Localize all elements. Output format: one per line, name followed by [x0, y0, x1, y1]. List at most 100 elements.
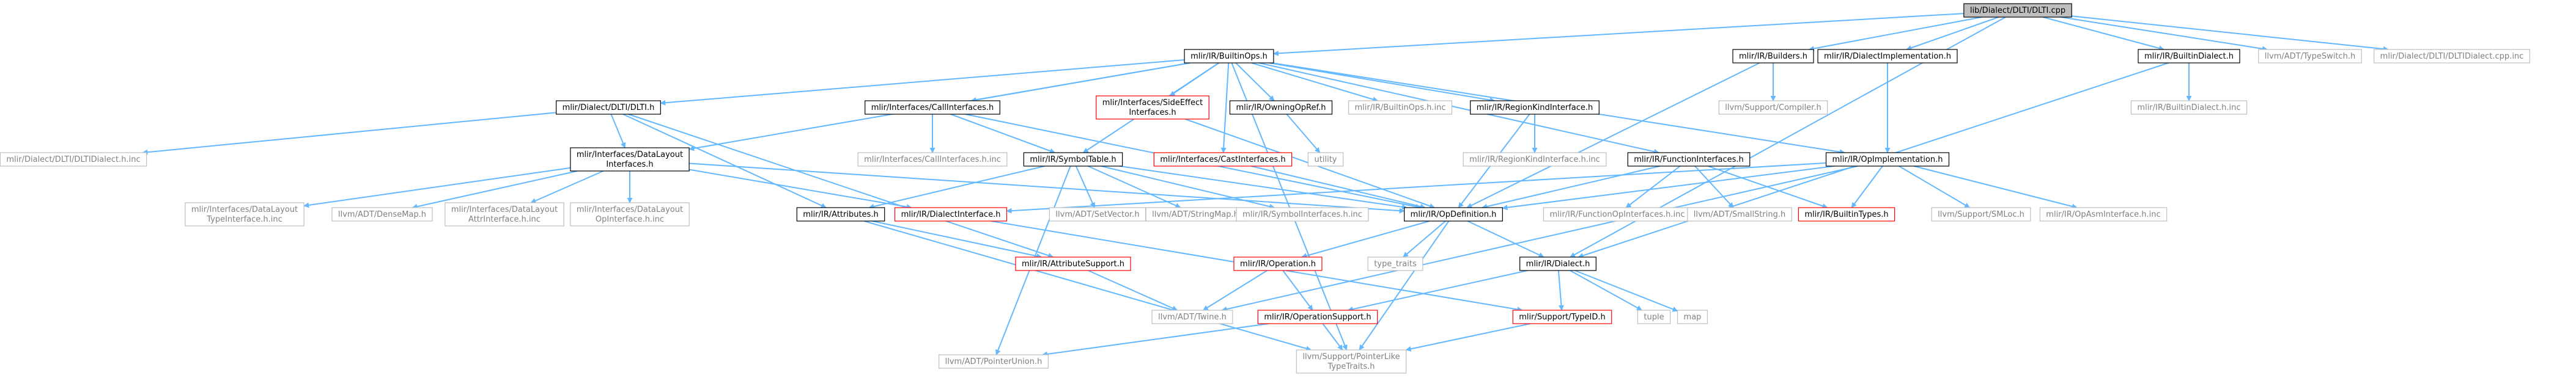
node-label: mlir/IR/BuiltinOps.h.inc [1355, 103, 1446, 112]
node-label: mlir/Interfaces/DataLayout [577, 150, 683, 159]
node-n26: mlir/Interfaces/DataLayoutAttrInterface.… [445, 202, 564, 227]
node-box [2258, 49, 2362, 64]
edge-n33-n49 [1359, 220, 1450, 351]
edge-n1-n11 [1251, 62, 1379, 102]
edge-n7-n16 [610, 114, 626, 148]
node-box [570, 202, 690, 227]
dependency-edges [142, 13, 2389, 357]
node-label: mlir/IR/OpDefinition.h [1411, 210, 1497, 219]
node-label: TypeInterface.h.inc [206, 215, 282, 224]
edge-n22-n34 [1625, 165, 1681, 208]
node-label: mlir/IR/FunctionInterfaces.h [1634, 155, 1744, 164]
edge-n7-n28 [622, 114, 827, 208]
node-box [1470, 100, 1600, 115]
node-label: TypeTraits.h [1327, 362, 1375, 371]
node-box [1233, 256, 1323, 271]
node-n39[interactable]: mlir/IR/AttributeSupport.h [1015, 256, 1131, 271]
node-n38: mlir/IR/OpAsmInterface.h.inc [2039, 207, 2168, 222]
node-n24: mlir/Interfaces/DataLayoutTypeInterface.… [185, 202, 304, 227]
node-n17: mlir/Interfaces/CallInterfaces.h.inc [857, 152, 1008, 167]
node-box [1817, 49, 1958, 64]
node-n15: mlir/Dialect/DLTI/DLTIDialect.h.inc [0, 152, 147, 167]
node-box [2138, 49, 2240, 64]
node-box [1627, 152, 1751, 167]
edge-n42-n47 [1574, 270, 1678, 312]
node-n22[interactable]: mlir/IR/FunctionInterfaces.h [1627, 152, 1751, 167]
node-label: mlir/IR/SymbolTable.h [1030, 155, 1116, 164]
node-label: mlir/Interfaces/DataLayout [451, 205, 558, 214]
edge-n33-n42 [1467, 220, 1544, 258]
node-label: map [1684, 313, 1702, 322]
node-label: llvm/ADT/Twine.h [1158, 313, 1227, 322]
node-label: mlir/Interfaces/DataLayout [191, 205, 298, 214]
header-nodes: lib/Dialect/DLTI/DLTI.cpp mlir/IR/Builtin… [0, 3, 2530, 374]
node-n32: mlir/IR/SymbolInterfaces.h.inc [1236, 207, 1369, 222]
node-label: mlir/IR/Attributes.h [803, 210, 878, 219]
node-n18[interactable]: mlir/IR/SymbolTable.h [1023, 152, 1123, 167]
node-n44[interactable]: mlir/IR/OperationSupport.h [1257, 310, 1378, 324]
node-n35: llvm/ADT/SmallString.h [1687, 207, 1792, 222]
node-label: mlir/IR/DialectImplementation.h [1824, 52, 1951, 61]
node-n29[interactable]: mlir/IR/DialectInterface.h [894, 207, 1008, 222]
node-n8[interactable]: mlir/Interfaces/CallInterfaces.h [865, 100, 1000, 115]
node-n45[interactable]: mlir/Support/TypeID.h [1512, 310, 1612, 324]
node-n20[interactable]: mlir/Interfaces/CastInterfaces.h [1153, 152, 1293, 167]
edge-n16-n29 [688, 169, 912, 210]
node-n3[interactable]: mlir/IR/DialectImplementation.h [1817, 49, 1958, 64]
edge-n7-n39 [628, 114, 1054, 258]
edge-n18-n31 [1087, 165, 1181, 208]
node-box [1153, 152, 1293, 167]
node-n0[interactable]: lib/Dialect/DLTI/DLTI.cpp [1963, 3, 2072, 18]
node-box [1257, 310, 1378, 324]
node-n33[interactable]: mlir/IR/OpDefinition.h [1404, 207, 1503, 222]
node-box [1151, 310, 1233, 324]
edge-n22-n35 [1694, 165, 1734, 208]
edge-n23-n43 [1221, 165, 1858, 312]
node-label: mlir/IR/OwningOpRef.h [1236, 103, 1326, 112]
node-box [1296, 349, 1407, 374]
node-box [857, 152, 1008, 167]
node-n23[interactable]: mlir/IR/OpImplementation.h [1825, 152, 1950, 167]
edge-n16-n26 [530, 170, 604, 203]
node-label: mlir/IR/BuiltinDialect.h.inc [2137, 103, 2240, 112]
node-box [1096, 95, 1209, 120]
edge-n44-n49 [1322, 323, 1343, 351]
node-n19: utility [1307, 152, 1344, 167]
node-n1[interactable]: mlir/IR/BuiltinOps.h [1184, 49, 1274, 64]
edge-n16-n33 [689, 162, 1405, 214]
node-n7[interactable]: mlir/Dialect/DLTI/DLTI.h [556, 100, 661, 115]
node-label: llvm/ADT/StringMap.h [1152, 210, 1239, 219]
node-n2[interactable]: mlir/IR/Builders.h [1732, 49, 1814, 64]
node-n48: llvm/ADT/PointerUnion.h [939, 354, 1049, 369]
edge-n0-n3 [1906, 16, 1999, 51]
node-n42[interactable]: mlir/IR/Dialect.h [1519, 256, 1596, 271]
edge-n23-n38 [1913, 165, 2078, 209]
node-n28[interactable]: mlir/IR/Attributes.h [796, 207, 885, 222]
node-n10[interactable]: mlir/IR/OwningOpRef.h [1229, 100, 1333, 115]
node-n36[interactable]: mlir/IR/BuiltinTypes.h [1798, 207, 1895, 222]
node-box [1512, 310, 1612, 324]
node-label: utility [1315, 155, 1337, 164]
node-label: llvm/Support/SMLoc.h [1938, 210, 2024, 219]
node-box [1463, 152, 1607, 167]
edge-n42-n44 [1347, 270, 1528, 312]
node-box [0, 152, 147, 167]
edge-n20-n33 [1250, 165, 1426, 209]
node-n40[interactable]: mlir/IR/Operation.h [1233, 256, 1323, 271]
node-box [1348, 100, 1453, 115]
node-n47: map [1677, 310, 1708, 324]
node-box [1023, 152, 1123, 167]
node-label: mlir/IR/OperationSupport.h [1264, 313, 1371, 322]
node-n12[interactable]: mlir/IR/RegionKindInterface.h [1470, 100, 1600, 115]
edge-n23-n33 [1502, 165, 1835, 211]
node-label: llvm/ADT/PointerUnion.h [945, 357, 1043, 366]
node-label: llvm/ADT/DenseMap.h [338, 210, 426, 219]
node-label: tuple [1644, 313, 1664, 322]
node-n31: llvm/ADT/StringMap.h [1145, 207, 1246, 222]
node-n4[interactable]: mlir/IR/BuiltinDialect.h [2138, 49, 2240, 64]
node-box [1015, 256, 1131, 271]
node-label: mlir/Interfaces/SideEffect [1102, 98, 1203, 107]
